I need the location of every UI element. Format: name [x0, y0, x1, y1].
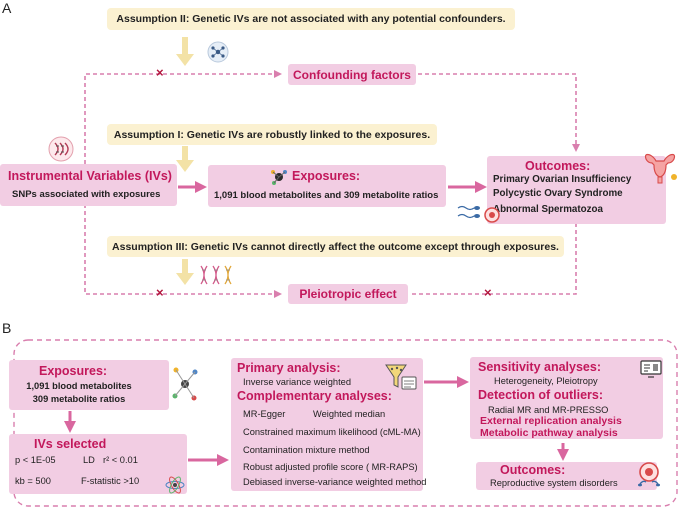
outcome-item: Polycystic Ovary Syndrome — [493, 188, 623, 199]
b-ivs-p-threshold: p < 1E-05 — [15, 455, 56, 465]
b-comp-item: Contamination mixture method — [243, 445, 370, 455]
outcome-item: Abnormal Spermatozoa — [493, 204, 603, 215]
outcome-item: Primary Ovarian Insufficiency — [493, 174, 632, 185]
dashed-line-bottom-right — [412, 212, 580, 295]
sperm-icon — [456, 202, 500, 226]
female-reproductive-icon — [640, 151, 680, 185]
assumption-3-box: Assumption III: Genetic IVs cannot direc… — [107, 236, 564, 257]
confounding-factors-box: Confounding factors — [288, 64, 416, 85]
assumption-2-box: Assumption II: Genetic IVs are not assoc… — [107, 8, 515, 30]
b-ivs-f-stat: F-statistic >10 — [81, 476, 140, 486]
ivs-subtitle: SNPs associated with exposures — [12, 189, 161, 200]
cross-mark-bottom-left: × — [156, 285, 164, 300]
cross-mark-top: × — [156, 65, 164, 80]
b-ivs-r2: r² < 0.01 — [103, 455, 138, 465]
outcomes-title: Outcomes: — [525, 159, 591, 173]
monitor-icon — [640, 360, 662, 378]
pleiotropic-effect-box: Pleiotropic effect — [288, 284, 408, 304]
b-sensitivity-box: Sensitivity analyses: Heterogeneity, Ple… — [470, 357, 663, 439]
dna-helix-icon — [198, 264, 234, 286]
target-icon — [636, 460, 662, 490]
yellow-arrow-2 — [176, 146, 194, 172]
b-complementary-title: Complementary analyses: — [237, 389, 392, 403]
b-ivs-ld: LD — [83, 455, 95, 465]
network-icon — [207, 41, 229, 63]
dna-icon — [48, 136, 74, 162]
b-exposures-title: Exposures: — [39, 364, 108, 378]
b-outcomes-title: Outcomes: — [500, 463, 566, 477]
exposures-title: Exposures: — [292, 169, 361, 183]
b-comp-item: MR-Egger — [243, 409, 286, 419]
exposures-box: Exposures: 1,091 blood metabolites and 3… — [208, 165, 446, 207]
dashed-line-bottom — [84, 204, 282, 298]
b-analysis-box: Primary analysis: Inverse variance weigh… — [231, 358, 427, 491]
yellow-arrow-1 — [176, 37, 194, 66]
b-detection-subtitle: Radial MR and MR-PRESSO — [488, 405, 609, 415]
molecule-network-icon — [170, 362, 200, 406]
assumption-1-box: Assumption I: Genetic IVs are robustly l… — [107, 124, 437, 145]
b-detection-title: Detection of outliers: — [478, 388, 604, 402]
outcomes-box: Outcomes: Primary Ovarian Insufficiency … — [487, 156, 666, 224]
dashed-line-top — [84, 70, 282, 164]
b-comp-item: Weighted median — [313, 409, 386, 419]
b-ivs-kb: kb = 500 — [15, 476, 51, 486]
b-metabolic-pathway: Metabolic pathway analysis — [480, 427, 618, 439]
panel-b-letter: B — [2, 320, 12, 336]
b-outcomes-subtitle: Reproductive system disorders — [490, 478, 618, 488]
funnel-data-icon — [384, 363, 418, 393]
b-exposures-line: 1,091 blood metabolites — [26, 381, 132, 391]
b-exposures-line: 309 metabolite ratios — [32, 394, 126, 404]
b-comp-item: Constrained maximum likelihood (cML-MA) — [243, 427, 421, 437]
panel-a-letter: A — [2, 0, 12, 16]
ivs-title: Instrumental Variables (IVs) — [8, 169, 172, 183]
b-sensitivity-subtitle: Heterogeneity, Pleiotropy — [494, 376, 598, 386]
atom-icon — [164, 474, 186, 496]
molecule-icon — [270, 168, 288, 186]
panel-b-border — [13, 339, 678, 507]
exposures-subtitle: 1,091 blood metabolites and 309 metaboli… — [214, 190, 439, 201]
b-primary-subtitle: Inverse variance weighted — [243, 377, 352, 387]
b-primary-title: Primary analysis: — [237, 361, 341, 375]
b-comp-item: Robust adjusted profile score ( MR-RAPS) — [243, 462, 418, 472]
b-comp-item: Debiased inverse-variance weighted metho… — [243, 477, 427, 487]
cross-mark-bottom-right: × — [484, 285, 492, 300]
b-exposures-box: Exposures: 1,091 blood metabolites 309 m… — [9, 360, 169, 410]
dashed-line-top-right — [418, 73, 580, 152]
b-sensitivity-title: Sensitivity analyses: — [478, 360, 601, 374]
b-ivs-title: IVs selected — [34, 437, 107, 451]
b-outcomes-box: Outcomes: Reproductive system disorders — [476, 462, 657, 490]
yellow-arrow-3 — [176, 259, 194, 285]
ivs-box: Instrumental Variables (IVs) SNPs associ… — [0, 164, 177, 206]
b-ivs-box: IVs selected p < 1E-05 LD r² < 0.01 kb =… — [9, 434, 187, 494]
b-external-replication: External replication analysis — [480, 415, 622, 427]
